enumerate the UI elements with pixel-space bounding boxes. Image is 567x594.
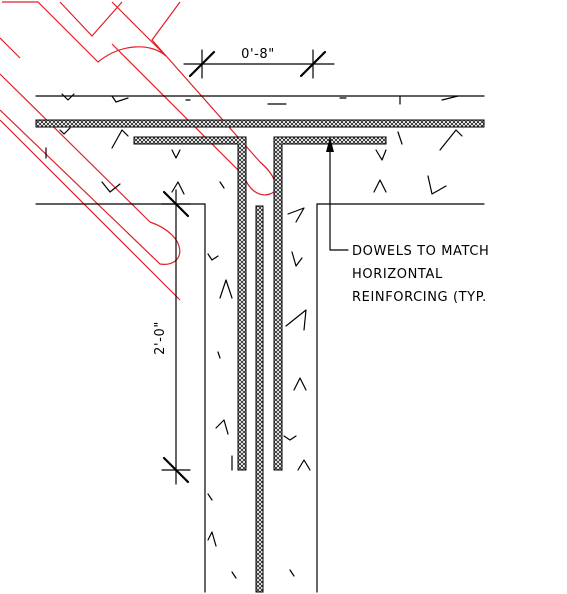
horizontal-reinforcing-bar (35, 119, 485, 128)
markup-cloud-right (111, 1, 277, 196)
vertical-wall-reinforcing (255, 205, 264, 593)
markup-cloud-lower (0, 73, 181, 301)
annotation-line-3: REINFORCING (TYP. (352, 290, 487, 305)
annotation-leader (326, 137, 349, 251)
dimension-text-top: 0'-8" (241, 47, 275, 62)
dimension-vertical: 2'-0" (153, 189, 191, 485)
markup-cloud-upper (0, 1, 167, 63)
dimension-text-left: 2'-0" (153, 321, 168, 355)
annotation-text: DOWELS TO MATCH HORIZONTAL REINFORCING (… (352, 244, 489, 305)
dowel-bar-right (273, 136, 387, 471)
leader-arrowhead-icon (326, 137, 334, 152)
concrete-outline (35, 95, 485, 593)
dimension-horizontal: 0'-8" (183, 47, 335, 79)
dowel-bar-left (133, 136, 247, 471)
annotation-line-2: HORIZONTAL (352, 267, 443, 282)
concrete-aggregate-marks (45, 93, 463, 579)
annotation-line-1: DOWELS TO MATCH (352, 244, 489, 259)
